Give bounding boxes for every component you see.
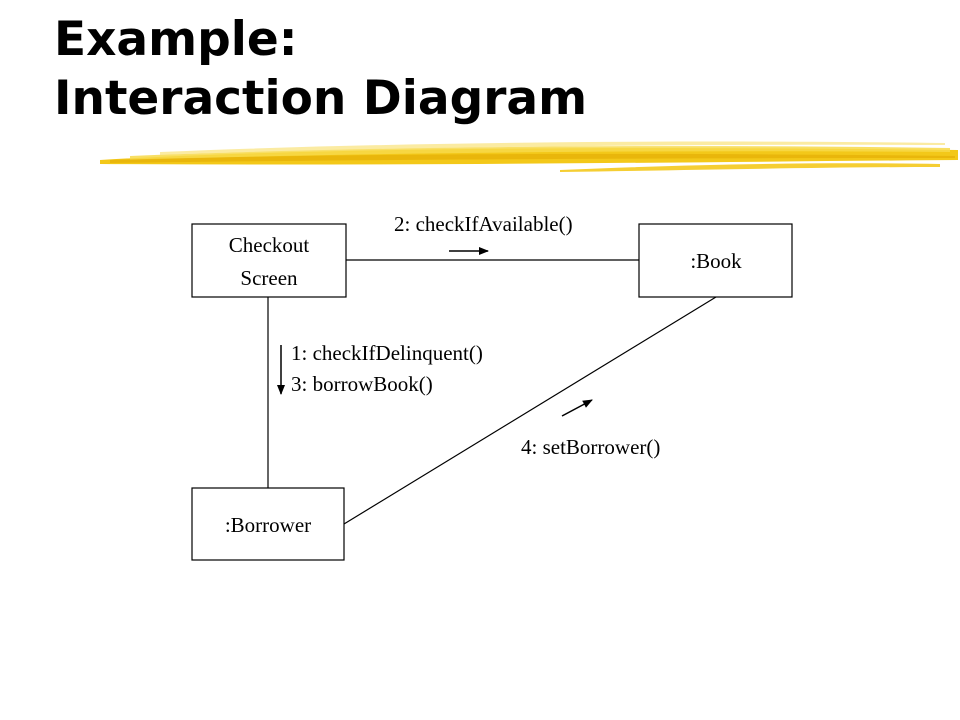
object-box [191, 487, 345, 561]
object-label-line-1: Checkout [229, 233, 310, 257]
message-arrow-4 [561, 399, 593, 417]
link-borrower-book [343, 296, 717, 525]
title-underline-brush [100, 141, 958, 172]
slide-title-line-2: Interaction Diagram [54, 71, 588, 126]
object-checkout-screen[interactable]: Checkout Screen [191, 223, 347, 298]
object-box [638, 223, 793, 298]
message-label-2: 2: checkIfAvailable() [394, 212, 573, 236]
message-label-4: 4: setBorrower() [521, 435, 660, 459]
message-label-1: 1: checkIfDelinquent() [291, 341, 483, 365]
object-book[interactable]: :Book [638, 223, 793, 298]
slide-title-line-1: Example: [54, 12, 298, 67]
object-label: :Borrower [225, 513, 311, 537]
slide-title: Example: Interaction Diagram [54, 10, 587, 128]
object-box [191, 223, 347, 298]
object-label-line-2: Screen [240, 266, 298, 290]
object-label: :Book [690, 249, 742, 273]
message-label-3: 3: borrowBook() [291, 372, 433, 396]
object-borrower[interactable]: :Borrower [191, 487, 345, 561]
